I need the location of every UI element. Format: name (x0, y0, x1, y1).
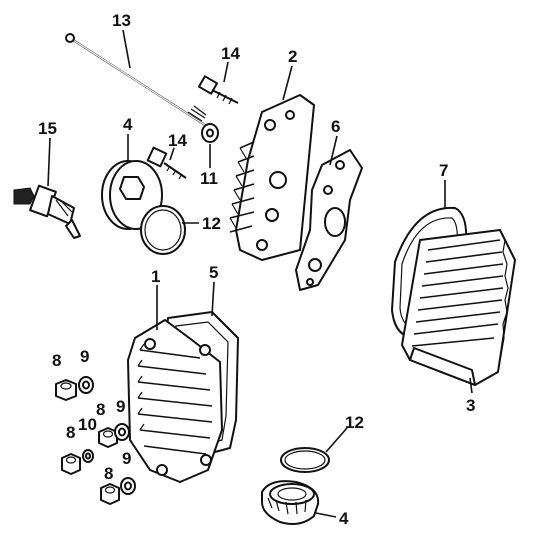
leader-lines (47, 29, 473, 518)
callout-10: 10 (78, 415, 97, 434)
callout-9-b: 9 (116, 397, 125, 416)
part-10-washer (82, 449, 94, 463)
callout-2: 2 (288, 47, 297, 66)
callout-15: 15 (38, 119, 57, 138)
part-14-bolt-lower (146, 146, 187, 180)
part-1-cylinder-head (127, 319, 223, 483)
part-14-bolt-upper (197, 75, 239, 105)
callout-14-upper: 14 (221, 44, 240, 63)
callout-3: 3 (466, 396, 475, 415)
callout-8-b: 8 (96, 400, 105, 419)
callout-labels: 13 14 2 15 4 14 6 11 12 7 1 5 3 8 9 9 10… (38, 11, 475, 528)
part-8-nut-b (98, 427, 118, 448)
part-8-nut-a (55, 379, 77, 401)
callout-9-a: 9 (80, 347, 89, 366)
callout-8-d: 8 (104, 464, 113, 483)
callout-6: 6 (331, 117, 340, 136)
part-13-stud-bolt (65, 33, 207, 126)
callout-8-c: 8 (66, 423, 75, 442)
part-4-cap-upper (101, 160, 163, 230)
callout-13: 13 (112, 11, 131, 30)
callout-12-upper: 12 (202, 214, 221, 233)
part-2-cylinder-housing (229, 94, 315, 261)
callout-8-a: 8 (52, 351, 61, 370)
nuts-and-washers (55, 376, 136, 505)
part-4-cap-lower (261, 480, 320, 525)
callout-14-lower: 14 (168, 131, 187, 150)
part-3-cylinder-block (401, 229, 516, 386)
part-12-o-ring-lower (280, 447, 330, 473)
part-11-washer (201, 123, 219, 143)
part-8-nut-c (61, 453, 81, 475)
part-9-washer-c (120, 477, 136, 495)
part-6-gasket (295, 149, 363, 291)
part-9-washer-a (78, 376, 94, 394)
callout-4-upper: 4 (123, 115, 133, 134)
part-8-nut-d (100, 483, 120, 505)
callout-7: 7 (439, 161, 448, 180)
callout-5: 5 (209, 263, 218, 282)
callout-11: 11 (200, 169, 218, 188)
callout-4-lower: 4 (339, 509, 349, 528)
callout-12-lower: 12 (345, 413, 364, 432)
part-9-washer-b (114, 423, 130, 441)
callout-1: 1 (151, 267, 160, 286)
part-12-o-ring-upper (140, 205, 186, 255)
callout-9-c: 9 (122, 449, 131, 468)
part-15-spark-plug (13, 184, 81, 239)
